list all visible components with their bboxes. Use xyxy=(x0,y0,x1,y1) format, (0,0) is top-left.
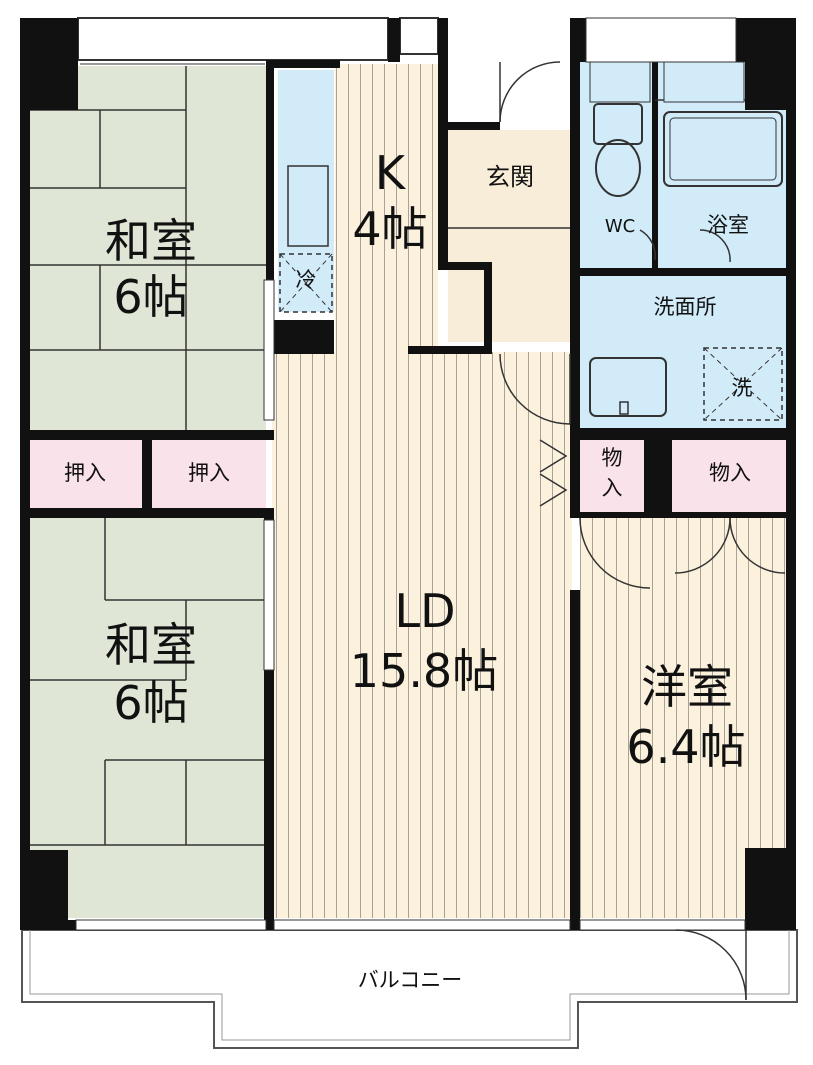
bath-label: 浴室 xyxy=(707,213,749,237)
wood-floor xyxy=(272,64,788,918)
kitchen-size: 4帖 xyxy=(352,202,428,256)
door-swings xyxy=(499,229,786,1001)
washitsu-bottom-size: 6帖 xyxy=(113,676,189,730)
window-openings xyxy=(75,17,746,931)
washitsu-bottom-name: 和室 xyxy=(105,618,197,672)
kitchen-name: K xyxy=(374,146,406,200)
washer-label: 洗 xyxy=(731,376,753,400)
youshitsu-name: 洋室 xyxy=(641,660,733,714)
monoire-storage xyxy=(580,440,788,512)
balcony-label: バルコニー xyxy=(357,968,463,992)
ld-size: 15.8帖 xyxy=(349,644,499,698)
youshitsu-size: 6.4帖 xyxy=(626,720,746,774)
washitsu-top-name: 和室 xyxy=(105,214,197,268)
genkan-area xyxy=(448,61,570,342)
washitsu-top-room xyxy=(28,66,266,430)
washitsu-top-size: 6帖 xyxy=(113,270,189,324)
senmen-label: 洗面所 xyxy=(653,295,717,319)
monoire-small-label-1: 物 xyxy=(601,446,623,470)
monoire-label: 物入 xyxy=(709,461,751,485)
window-frame-top xyxy=(77,17,439,65)
oshiire-left-label: 押入 xyxy=(64,461,106,485)
wc-label: WC xyxy=(604,216,636,237)
oshiire-closets xyxy=(28,440,266,508)
ld-name: LD xyxy=(394,584,456,638)
genkan-label: 玄関 xyxy=(486,163,534,191)
monoire-small-label-2: 入 xyxy=(601,476,623,500)
oshiire-right-label: 押入 xyxy=(188,461,230,485)
balcony xyxy=(21,929,798,1049)
fridge-label: 冷 xyxy=(295,268,317,292)
